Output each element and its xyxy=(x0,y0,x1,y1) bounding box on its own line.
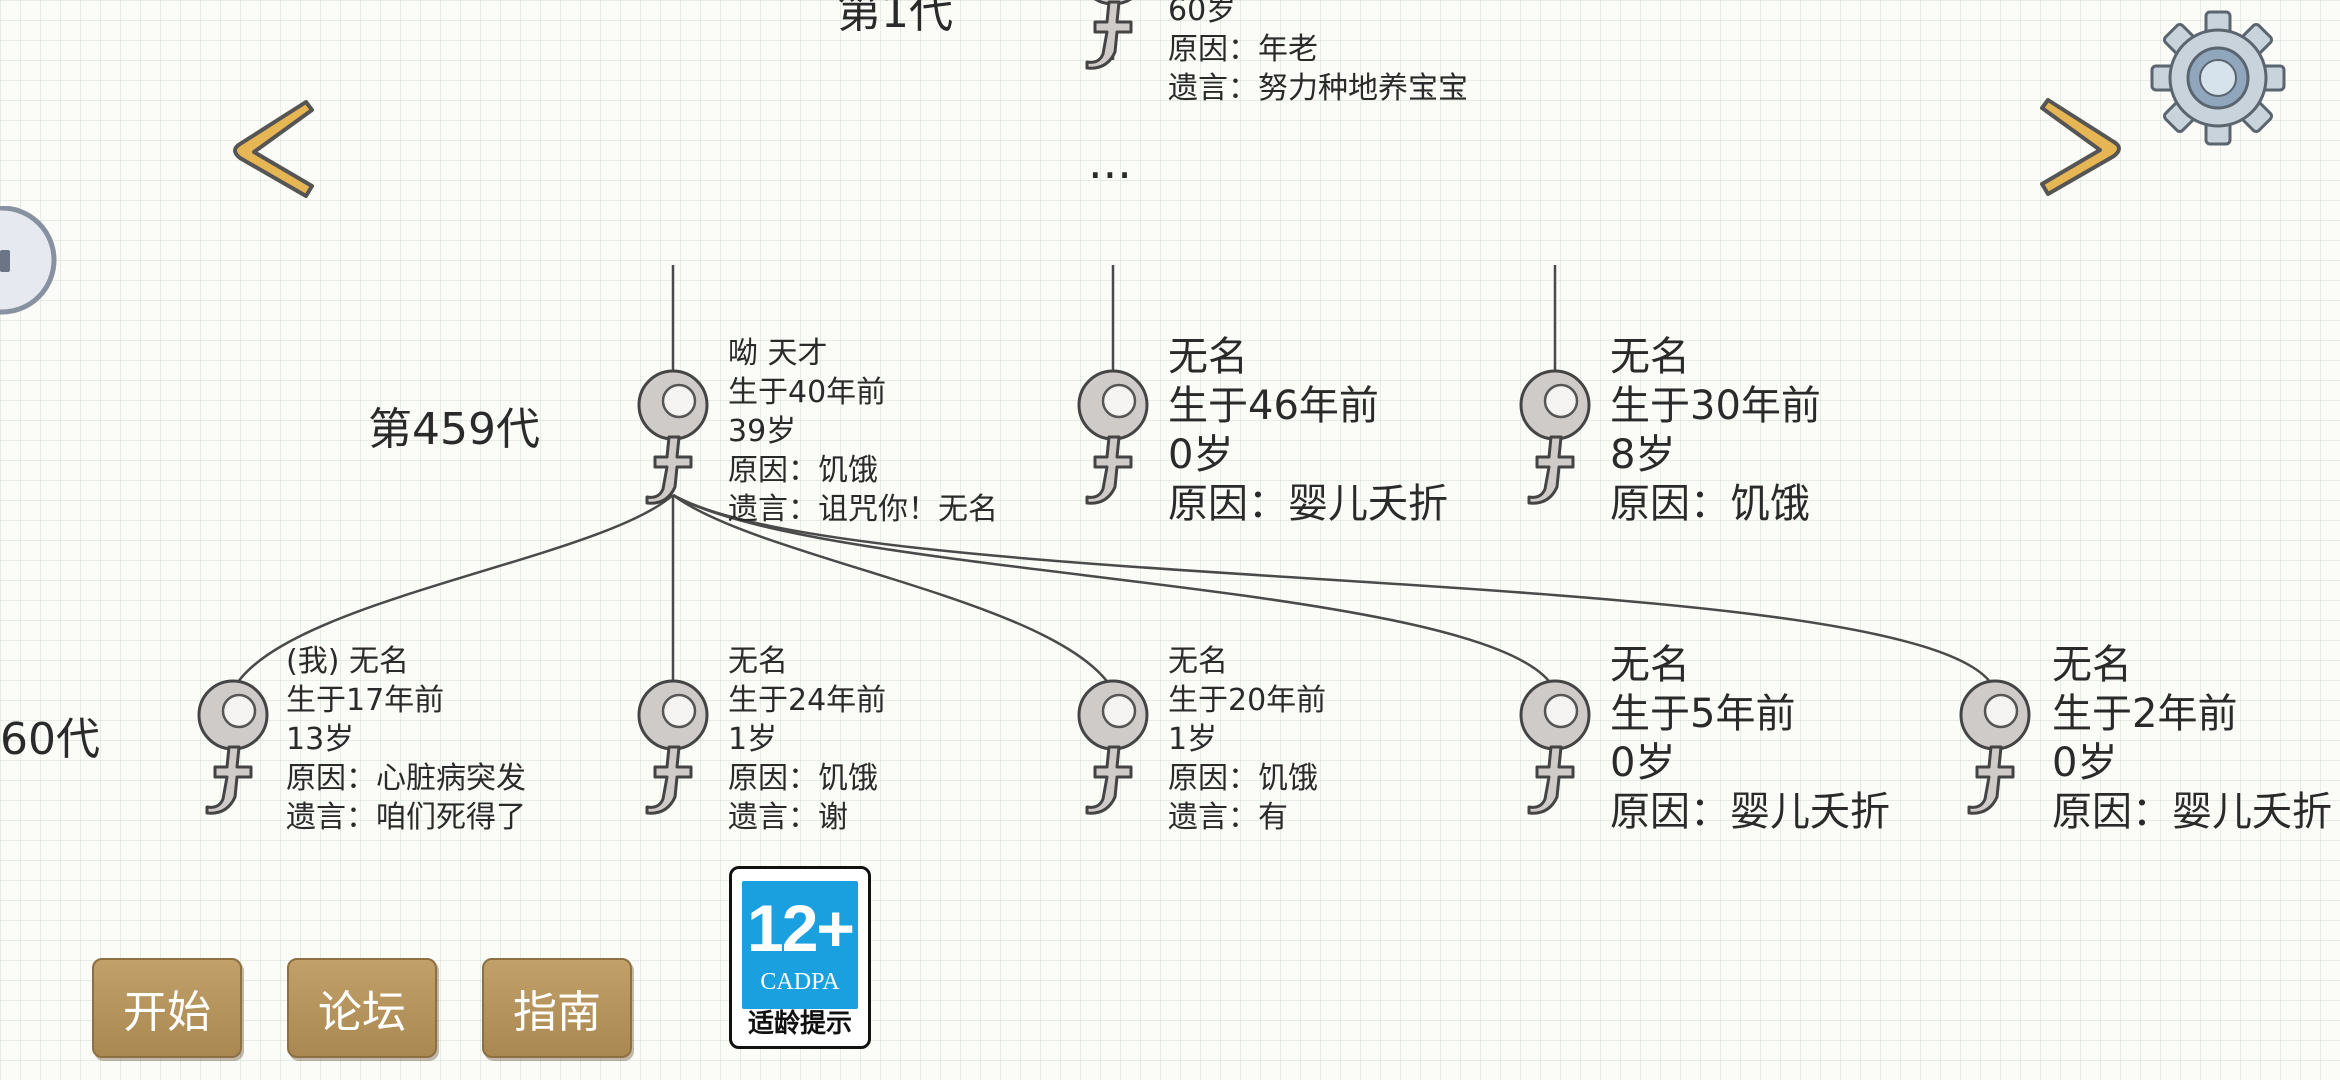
member-born: 生于17年前 xyxy=(286,683,445,718)
female-symbol-icon[interactable] xyxy=(1515,675,1595,815)
member-born: 生于20年前 xyxy=(1168,683,1327,718)
member-age: 13岁 xyxy=(286,722,355,757)
ancestor-cause: 原因：年老 xyxy=(1168,32,1318,67)
member-age: 39岁 xyxy=(728,414,797,449)
chevron-right-icon[interactable] xyxy=(2036,90,2136,202)
female-symbol-icon[interactable] xyxy=(1073,675,1153,815)
member-name: 无名 xyxy=(1610,334,1690,380)
forum-button[interactable]: 论坛 xyxy=(287,958,437,1058)
generation-label-460: 60代 xyxy=(0,714,100,765)
female-symbol-icon[interactable] xyxy=(1073,0,1153,70)
guide-button[interactable]: 指南 xyxy=(482,958,632,1058)
member-cause: 原因：饥饿 xyxy=(1610,481,1810,527)
member-will: 遗言：咱们死得了 xyxy=(286,800,526,835)
member-info: 无名 生于2年前 0岁 原因：婴儿夭折 xyxy=(2052,641,2340,837)
member-name: 无名 xyxy=(1610,642,1690,688)
female-symbol-icon[interactable] xyxy=(1515,365,1595,505)
member-cause: 原因：婴儿夭折 xyxy=(2052,789,2332,835)
member-name: 呦 天才 xyxy=(728,336,828,371)
generation-ellipsis: ··· xyxy=(1088,148,1132,202)
member-age: 0岁 xyxy=(2052,740,2118,786)
member-cause: 原因：饥饿 xyxy=(728,761,878,796)
generation-label-459: 第459代 xyxy=(368,404,540,455)
member-info: 无名 生于46年前 0岁 原因：婴儿夭折 xyxy=(1168,333,1448,529)
member-born: 生于46年前 xyxy=(1168,383,1379,429)
pause-icon[interactable] xyxy=(0,206,60,316)
age-rating-number: 12+ xyxy=(747,891,855,965)
member-cause: 原因：饥饿 xyxy=(728,453,878,488)
member-info: 无名 生于24年前 1岁 原因：饥饿 遗言：谢 xyxy=(728,642,886,837)
member-name: 无名 xyxy=(728,644,788,679)
member-info: (我) 无名 生于17年前 13岁 原因：心脏病突发 遗言：咱们死得了 xyxy=(286,642,526,837)
member-name: 无名 xyxy=(1168,644,1228,679)
member-age: 0岁 xyxy=(1168,432,1234,478)
member-age: 0岁 xyxy=(1610,740,1676,786)
gear-icon[interactable] xyxy=(2150,10,2286,146)
member-born: 生于24年前 xyxy=(728,683,887,718)
member-will: 遗言：诅咒你！无名 xyxy=(728,492,998,527)
member-info: 无名 生于30年前 8岁 原因：饥饿 xyxy=(1610,333,1821,529)
ancestor-info: 60岁 原因：年老 遗言：努力种地养宝宝 xyxy=(1168,0,1468,108)
member-name: 无名 xyxy=(2052,642,2132,688)
member-born: 生于5年前 xyxy=(1610,691,1796,737)
member-info: 呦 天才 生于40年前 39岁 原因：饥饿 遗言：诅咒你！无名 xyxy=(728,334,998,529)
ancestor-will: 遗言：努力种地养宝宝 xyxy=(1168,71,1468,106)
chevron-left-icon[interactable] xyxy=(218,92,318,204)
female-symbol-icon[interactable] xyxy=(633,675,713,815)
member-age: 1岁 xyxy=(728,722,778,757)
member-will: 遗言：有 xyxy=(1168,800,1288,835)
member-born: 生于2年前 xyxy=(2052,691,2238,737)
member-will: 遗言：谢 xyxy=(728,800,848,835)
female-symbol-icon[interactable] xyxy=(633,365,713,505)
age-rating-tip: 适龄提示 xyxy=(747,1009,852,1039)
member-cause: 原因：饥饿 xyxy=(1168,761,1318,796)
member-name: (我) 无名 xyxy=(286,644,409,679)
start-button[interactable]: 开始 xyxy=(92,958,242,1058)
generation-label-1: 第1代 xyxy=(837,0,953,38)
age-rating-badge[interactable]: 12+ CADPA 适龄提示 xyxy=(729,866,871,1049)
member-name: 无名 xyxy=(1168,334,1248,380)
female-symbol-icon[interactable] xyxy=(193,675,273,815)
member-born: 生于30年前 xyxy=(1610,383,1821,429)
female-symbol-icon[interactable] xyxy=(1073,365,1153,505)
member-age: 8岁 xyxy=(1610,432,1676,478)
female-symbol-icon[interactable] xyxy=(1955,675,2035,815)
member-info: 无名 生于5年前 0岁 原因：婴儿夭折 xyxy=(1610,641,1890,837)
member-born: 生于40年前 xyxy=(728,375,887,410)
ancestor-age: 60岁 xyxy=(1168,0,1237,28)
member-cause: 原因：婴儿夭折 xyxy=(1610,789,1890,835)
member-info: 无名 生于20年前 1岁 原因：饥饿 遗言：有 xyxy=(1168,642,1326,837)
member-cause: 原因：婴儿夭折 xyxy=(1168,481,1448,527)
age-rating-org: CADPA xyxy=(760,969,840,995)
member-age: 1岁 xyxy=(1168,722,1218,757)
member-cause: 原因：心脏病突发 xyxy=(286,761,526,796)
age-rating-panel: 12+ CADPA xyxy=(742,881,858,1009)
